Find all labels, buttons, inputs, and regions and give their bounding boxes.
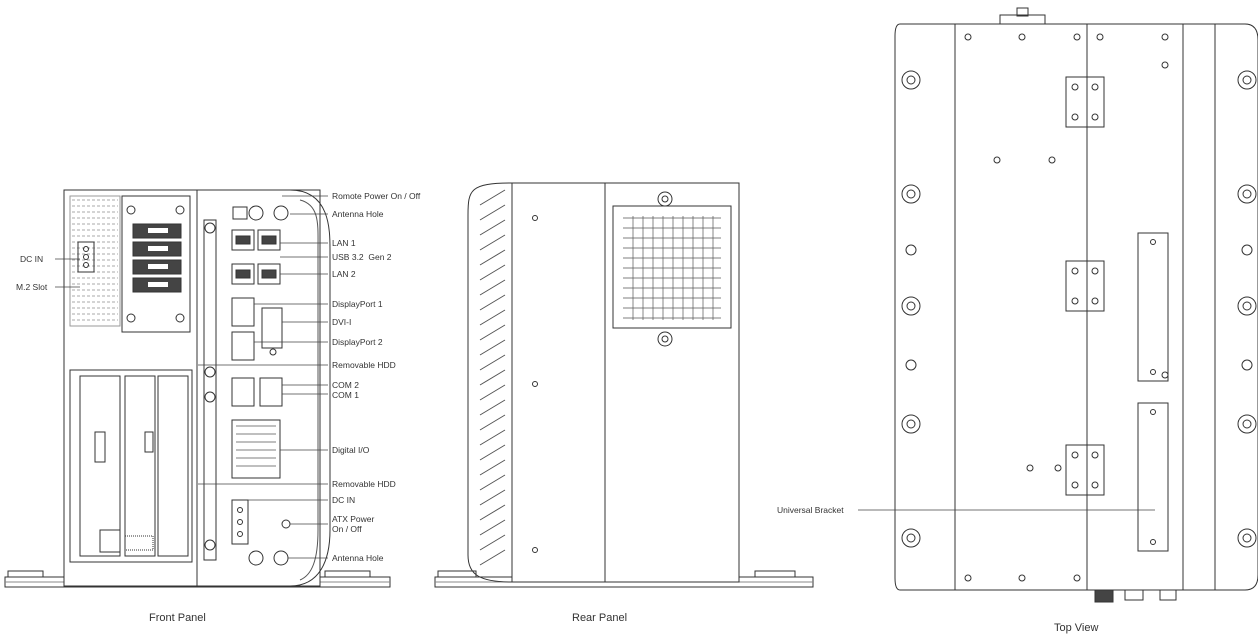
callout-universal-bracket: Universal Bracket xyxy=(777,505,844,515)
callout-lan-1: LAN 1 xyxy=(332,238,356,248)
callout-atx-power: ATX Power xyxy=(332,514,375,524)
fan-grille xyxy=(623,216,721,320)
callout-removable-hdd-2: Removable HDD xyxy=(332,479,396,489)
callout-com-1: COM 1 xyxy=(332,390,359,400)
callout-com-2: COM 2 xyxy=(332,380,359,390)
m2-slot-label: M.2 Slot xyxy=(16,282,48,292)
callout-digital-io: Digital I/O xyxy=(332,445,370,455)
rear-panel-caption: Rear Panel xyxy=(572,612,628,624)
rear-panel-drawing xyxy=(434,182,814,588)
top-view-drawing xyxy=(894,7,1258,603)
vent-holes xyxy=(72,199,118,321)
callout-on-off: On / Off xyxy=(332,524,362,534)
callout-displayport-2: DisplayPort 2 xyxy=(332,337,383,347)
callout-dvi: DVI-I xyxy=(332,317,352,327)
front-panel-caption: Front Panel xyxy=(149,612,206,624)
callout-lan-2: LAN 2 xyxy=(332,269,356,279)
callout-antenna-hole-top: Antenna Hole xyxy=(332,209,384,219)
dc-in-left-label: DC IN xyxy=(20,254,44,264)
callout-remote-power: Romote Power On / Off xyxy=(332,191,421,201)
top-view-caption: Top View xyxy=(1054,622,1099,634)
callout-antenna-hole-bottom: Antenna Hole xyxy=(332,553,384,563)
front-leader-lines xyxy=(55,195,328,559)
heatsink-fins xyxy=(479,189,506,566)
front-panel-drawing xyxy=(4,189,391,588)
callout-displayport-1: DisplayPort 1 xyxy=(332,299,383,309)
callout-dc-in: DC IN xyxy=(332,495,356,505)
callout-removable-hdd-1: Removable HDD xyxy=(332,360,396,370)
callout-usb: USB 3.2 Gen 2 xyxy=(332,252,392,262)
